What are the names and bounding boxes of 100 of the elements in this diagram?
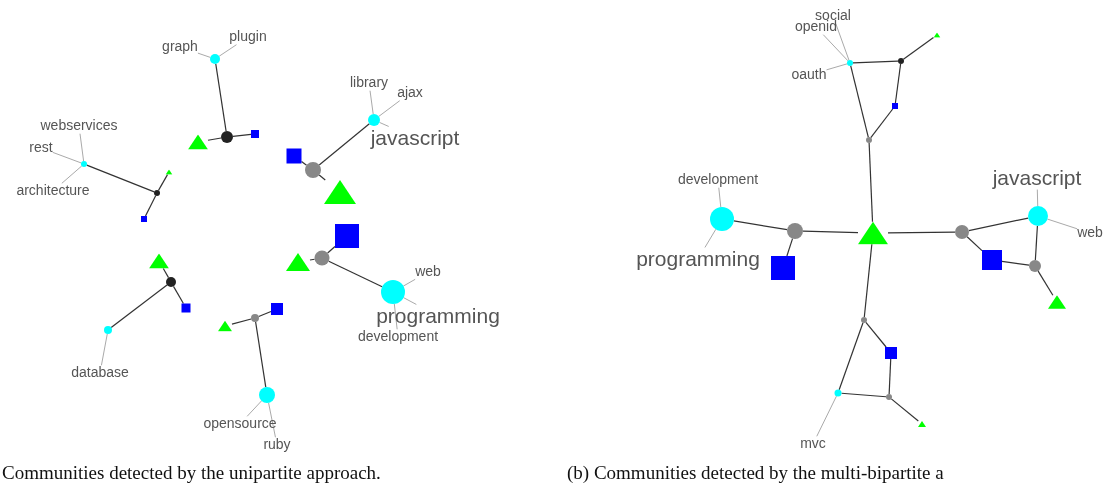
square-node bbox=[251, 130, 259, 138]
leader-line bbox=[402, 278, 416, 287]
tag-label: programming bbox=[376, 304, 500, 328]
tag-label: web bbox=[415, 264, 441, 280]
figure-caption: Communities detected by the unipartite approach. bbox=[2, 462, 381, 484]
link-line bbox=[870, 108, 894, 139]
tag-label: ruby bbox=[263, 437, 291, 453]
tag-label: opensource bbox=[203, 416, 277, 432]
link-line bbox=[215, 63, 227, 132]
leader-line bbox=[218, 44, 237, 57]
leader-line bbox=[704, 228, 717, 248]
tag-label: rest bbox=[29, 140, 53, 156]
circle-node bbox=[305, 162, 321, 178]
circle-node bbox=[251, 314, 259, 322]
triangle-node bbox=[286, 253, 310, 271]
circle-node bbox=[314, 250, 330, 266]
leader-line bbox=[100, 333, 108, 366]
square-node bbox=[771, 256, 795, 280]
link-line bbox=[1001, 260, 1030, 266]
link-line bbox=[1034, 225, 1038, 261]
circle-node bbox=[368, 114, 380, 126]
link-line bbox=[300, 160, 308, 166]
link-line bbox=[258, 310, 272, 318]
link-line bbox=[231, 318, 252, 325]
tag-label: webservices bbox=[40, 118, 118, 134]
leader-line bbox=[822, 34, 849, 62]
triangle-node bbox=[149, 253, 169, 269]
link-line bbox=[902, 36, 935, 60]
triangle-node bbox=[933, 32, 941, 38]
circle-node bbox=[221, 131, 233, 143]
triangle-node bbox=[188, 134, 208, 150]
link-line bbox=[838, 322, 864, 391]
tag-label: mvc bbox=[800, 436, 826, 452]
square-node bbox=[181, 303, 191, 313]
link-line bbox=[255, 321, 267, 388]
leader-line bbox=[718, 187, 722, 208]
square-node bbox=[286, 148, 302, 164]
figure-caption: (b) Communities detected by the multi-bipartite a bbox=[567, 462, 944, 484]
tag-label: graph bbox=[162, 39, 198, 55]
link-line bbox=[786, 238, 794, 257]
link-line bbox=[110, 284, 168, 329]
leader-line bbox=[816, 395, 837, 437]
square-node bbox=[982, 250, 1002, 270]
link-line bbox=[232, 133, 252, 137]
triangle-node bbox=[324, 180, 356, 204]
tag-label: javascript bbox=[370, 126, 460, 150]
circle-node bbox=[81, 161, 87, 167]
triangle-node bbox=[858, 221, 888, 245]
link-line bbox=[327, 245, 336, 254]
triangle-node bbox=[918, 421, 926, 427]
link-line bbox=[162, 267, 170, 279]
circle-node bbox=[1029, 260, 1041, 272]
link-line bbox=[207, 137, 222, 141]
circle-node bbox=[710, 207, 734, 231]
circle-node bbox=[154, 190, 160, 196]
link-line bbox=[865, 321, 887, 348]
link-line bbox=[318, 174, 326, 181]
link-line bbox=[968, 217, 1029, 232]
tag-label: plugin bbox=[229, 29, 267, 45]
link-line bbox=[86, 164, 155, 193]
leader-line bbox=[1047, 218, 1078, 230]
link-line bbox=[894, 63, 902, 104]
link-line bbox=[144, 195, 157, 217]
link-line bbox=[157, 174, 169, 191]
leader-line bbox=[268, 402, 276, 438]
square-node bbox=[335, 224, 359, 248]
tag-label: library bbox=[349, 75, 389, 91]
link-line bbox=[328, 260, 383, 288]
tag-label: architecture bbox=[16, 183, 90, 199]
circle-node bbox=[955, 225, 969, 239]
link-line bbox=[863, 243, 873, 318]
tag-label: database bbox=[71, 365, 129, 381]
link-line bbox=[172, 285, 184, 305]
leader-line bbox=[61, 165, 83, 184]
leader-line bbox=[403, 297, 417, 305]
leader-line bbox=[378, 100, 401, 117]
link-line bbox=[309, 258, 316, 261]
triangle-node bbox=[1048, 295, 1066, 309]
square-node bbox=[892, 103, 898, 109]
triangle-node bbox=[218, 320, 232, 332]
circle-node bbox=[381, 280, 405, 304]
tag-label: programming bbox=[636, 247, 760, 271]
circle-node bbox=[886, 394, 892, 400]
link-line bbox=[888, 358, 892, 395]
triangle-node bbox=[165, 169, 173, 175]
leader-line bbox=[369, 90, 374, 115]
circle-node bbox=[166, 277, 176, 287]
leader-line bbox=[393, 303, 398, 330]
tag-label: ajax bbox=[397, 85, 423, 101]
circle-node bbox=[861, 317, 867, 323]
link-line bbox=[1037, 270, 1054, 296]
circle-node bbox=[898, 58, 904, 64]
circle-node bbox=[847, 60, 853, 66]
link-line bbox=[852, 60, 899, 64]
circle-node bbox=[104, 326, 112, 334]
circle-node bbox=[259, 387, 275, 403]
leader-line bbox=[79, 133, 85, 162]
leader-line bbox=[379, 121, 390, 127]
link-line bbox=[318, 123, 370, 166]
leader-line bbox=[197, 52, 211, 58]
